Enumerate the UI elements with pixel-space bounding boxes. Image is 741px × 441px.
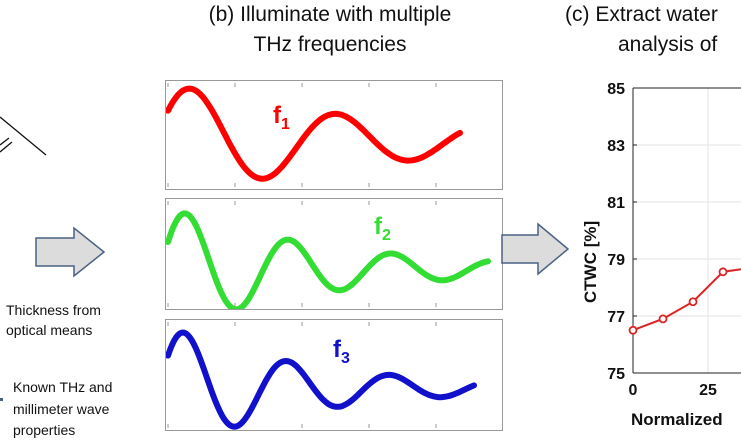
waveform-f3	[165, 322, 477, 430]
panel-b-title-line2: THz frequencies	[253, 33, 407, 56]
f2-symbol: f	[374, 213, 382, 240]
y-tick-label: 85	[607, 81, 625, 98]
waveform-panel-f1	[165, 80, 503, 190]
frequency-label-f3: f3	[333, 336, 350, 368]
f2-index: 2	[382, 227, 391, 244]
f1-symbol: f	[273, 102, 281, 129]
x-tick-label: 0	[629, 382, 638, 399]
y-axis-label: CTWC [%]	[581, 221, 600, 303]
thickness-note-line1: Thickness from	[6, 302, 101, 318]
panel-b-title-line1: (b) Illuminate with multiple	[208, 3, 452, 26]
ctwc-data-point	[718, 267, 728, 277]
waveform-panel-f3	[165, 319, 503, 431]
y-tick-label: 83	[607, 138, 625, 155]
known-note-line2: millimeter wave	[13, 401, 110, 417]
y-tick-label: 77	[607, 309, 625, 326]
panel-c-title-line2: analysis of	[618, 33, 718, 56]
sample-sketch	[0, 116, 47, 156]
known-note-line3: properties	[13, 422, 76, 438]
waveform-f1	[165, 83, 463, 187]
f1-index: 1	[281, 116, 290, 133]
y-tick-label: 81	[607, 195, 625, 212]
x-axis-label: Normalized	[631, 410, 723, 429]
ctwc-chart: 75 77 79 81 83 85 0 25 CTWC [%] Normalized	[581, 81, 741, 429]
right-arrow-icon	[35, 226, 106, 278]
bullet-icon	[0, 398, 3, 401]
panel-c-title-line1: (c) Extract water	[565, 3, 718, 26]
waveform-f2	[165, 201, 491, 313]
ctwc-data-point	[688, 297, 698, 307]
x-tick-label: 25	[699, 382, 717, 399]
frequency-label-f2: f2	[374, 213, 391, 245]
ctwc-data-point	[628, 325, 638, 335]
thickness-note-line2: optical means	[6, 322, 93, 338]
frequency-label-f1: f1	[273, 102, 290, 134]
ctwc-data-point	[658, 314, 668, 324]
f3-index: 3	[341, 350, 350, 367]
y-tick-label: 75	[607, 366, 625, 383]
right-arrow-icon-2	[501, 222, 570, 276]
f3-symbol: f	[333, 336, 341, 363]
waveform-panel-f2	[165, 198, 503, 313]
known-note-line1: Known THz and	[13, 379, 113, 395]
y-tick-label: 79	[607, 252, 625, 269]
ctwc-series-line	[632, 268, 741, 332]
